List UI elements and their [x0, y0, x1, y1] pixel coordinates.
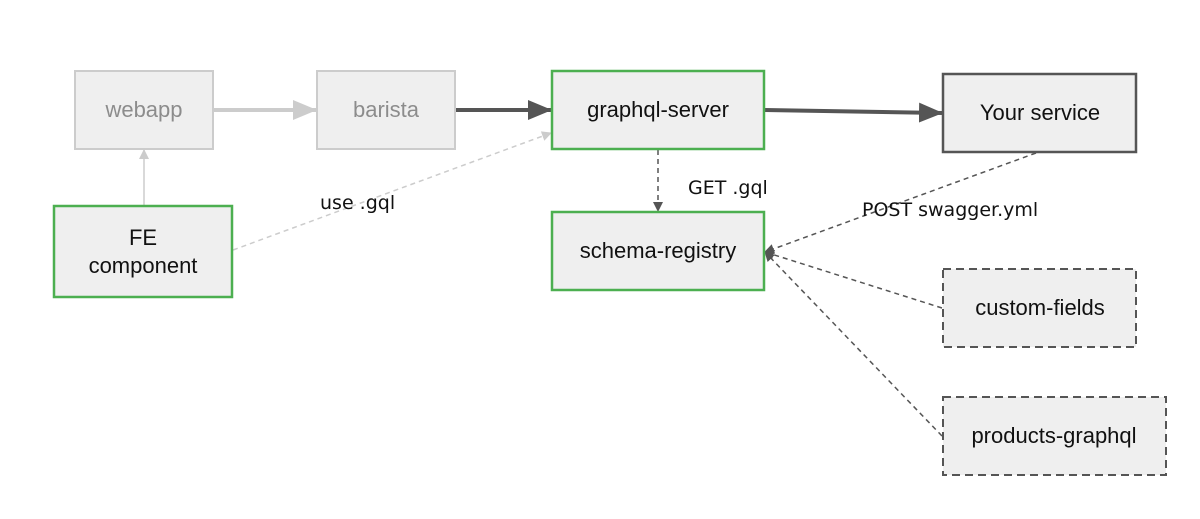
node-webapp-label: webapp — [104, 97, 182, 122]
node-products-graphql-label: products-graphql — [971, 423, 1136, 448]
node-webapp: webapp — [74, 70, 214, 150]
node-fe-component-label-line2: component — [89, 253, 198, 278]
edge-products-graphql-to-schema-registry — [764, 251, 943, 437]
node-barista: barista — [316, 70, 456, 150]
node-products-graphql: products-graphql — [942, 396, 1167, 476]
edge-label-post-swagger: POST swagger.yml — [862, 199, 1038, 221]
edge-label-use-gql: use .gql — [320, 192, 395, 214]
node-custom-fields-label: custom-fields — [975, 295, 1105, 320]
node-your-service: Your service — [941, 72, 1138, 154]
edge-custom-fields-to-schema-registry — [764, 249, 943, 309]
node-schema-registry-label: schema-registry — [580, 238, 736, 263]
edge-label-get-gql: GET .gql — [688, 177, 768, 199]
edge-graphql-server-to-your-service — [764, 102, 943, 123]
node-graphql-server-label: graphql-server — [587, 97, 729, 122]
node-fe-component: FE component — [52, 204, 234, 299]
node-your-service-label: Your service — [980, 100, 1100, 125]
edge-your-service-to-schema-registry — [764, 152, 1037, 254]
edge-fe-component-to-graphql-server — [232, 131, 552, 251]
node-schema-registry: schema-registry — [550, 210, 766, 292]
node-graphql-server: graphql-server — [550, 69, 766, 151]
node-barista-label: barista — [353, 97, 420, 122]
node-fe-component-label-line1: FE — [129, 225, 157, 250]
node-custom-fields: custom-fields — [942, 268, 1137, 348]
